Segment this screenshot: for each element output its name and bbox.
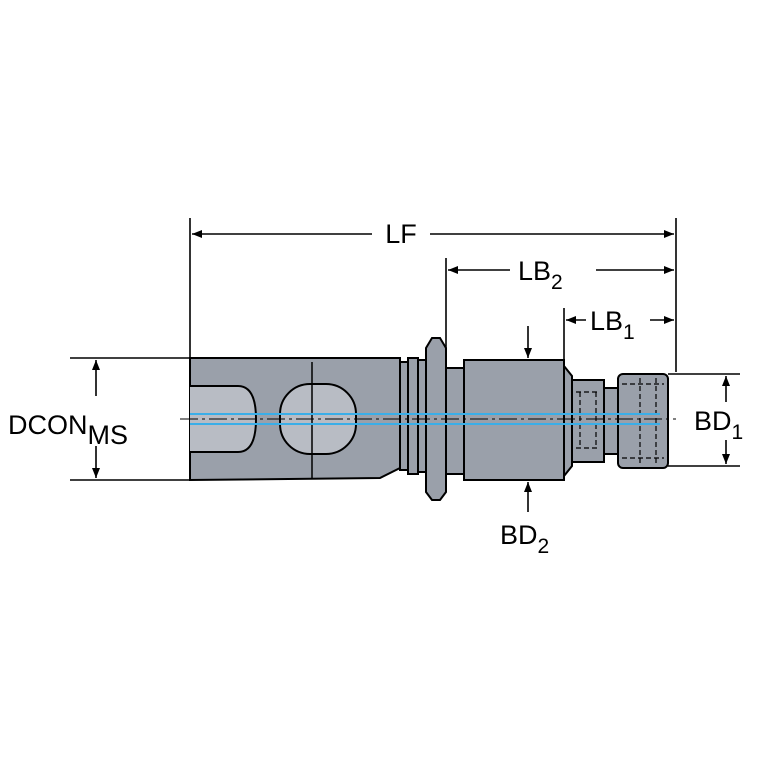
lb1-label: LB1 [590,306,635,344]
bd1-label: BD1 [694,406,743,444]
lb2-label: LB2 [518,256,563,294]
lf-label: LF [385,219,417,249]
body-cylinder [463,359,565,481]
collet-nut [617,373,669,469]
centerline [180,413,676,425]
neck-ring [603,387,619,455]
bd2-label: BD2 [500,520,549,558]
step-taper [563,363,573,479]
groove-ring [417,359,427,473]
dcon-label: DCONMS [8,410,128,450]
dimension-lines [70,218,740,512]
hidden-lines [576,378,664,464]
groove-ring [407,357,419,475]
collar [445,367,465,475]
groove-ring [399,361,409,471]
